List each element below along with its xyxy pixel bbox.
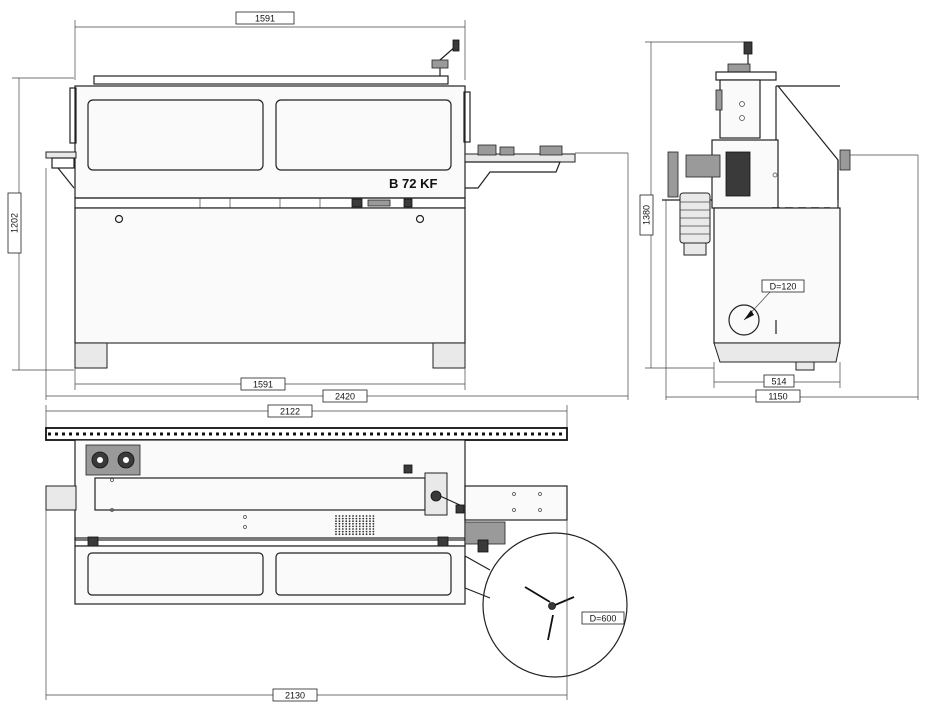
turntable-icon: D=600 <box>482 532 628 678</box>
dim-side-overall: 1150 <box>665 155 919 403</box>
vent-grid <box>335 515 375 536</box>
dim-bottom-length: 2130 <box>45 510 568 702</box>
dim-label-bottom-length: 2130 <box>285 691 305 701</box>
dim-side-base: 514 <box>713 362 841 388</box>
front-window-left <box>87 99 264 171</box>
dim-top-length: 2122 <box>45 404 568 428</box>
dust-port-icon: D=120 <box>728 279 805 336</box>
motor-icon <box>679 192 711 256</box>
gear-mechanism-icon <box>85 444 141 476</box>
screw-icon <box>415 214 425 224</box>
dim-label-front-bottom: 1591 <box>253 380 273 390</box>
dim-label-front-overall: 2420 <box>335 392 355 402</box>
dim-label-top-length: 2122 <box>280 407 300 417</box>
dim-label-turntable: D=600 <box>590 614 617 624</box>
dim-front-height: 1202 <box>7 77 74 371</box>
dim-label-port: D=120 <box>770 282 797 292</box>
machine-model-label: B 72 KF <box>389 176 437 191</box>
top-view: 2122 <box>45 404 628 702</box>
front-outfeed-assembly <box>464 144 628 189</box>
dim-label-front-height: 1202 <box>10 213 20 233</box>
dim-label-side-base: 514 <box>771 377 786 387</box>
dim-label-side-height: 1380 <box>642 205 652 225</box>
dim-label-side-overall: 1150 <box>768 392 787 402</box>
screw-icon <box>114 214 124 224</box>
dim-front-overall: 2420 <box>45 153 629 403</box>
dim-label-front-top: 1591 <box>255 14 275 24</box>
side-crank-icon <box>727 41 753 73</box>
top-pressure-beam <box>45 427 568 441</box>
front-view: 1591 1202 B 72 KF <box>7 11 629 403</box>
dim-side-height: 1380 <box>639 41 752 369</box>
side-view: 1380 <box>639 41 919 403</box>
dim-front-width-top: 1591 <box>74 11 466 80</box>
crank-handle-icon <box>431 39 460 76</box>
dim-front-width-bottom: 1591 <box>74 368 466 391</box>
front-window-right <box>275 99 452 171</box>
